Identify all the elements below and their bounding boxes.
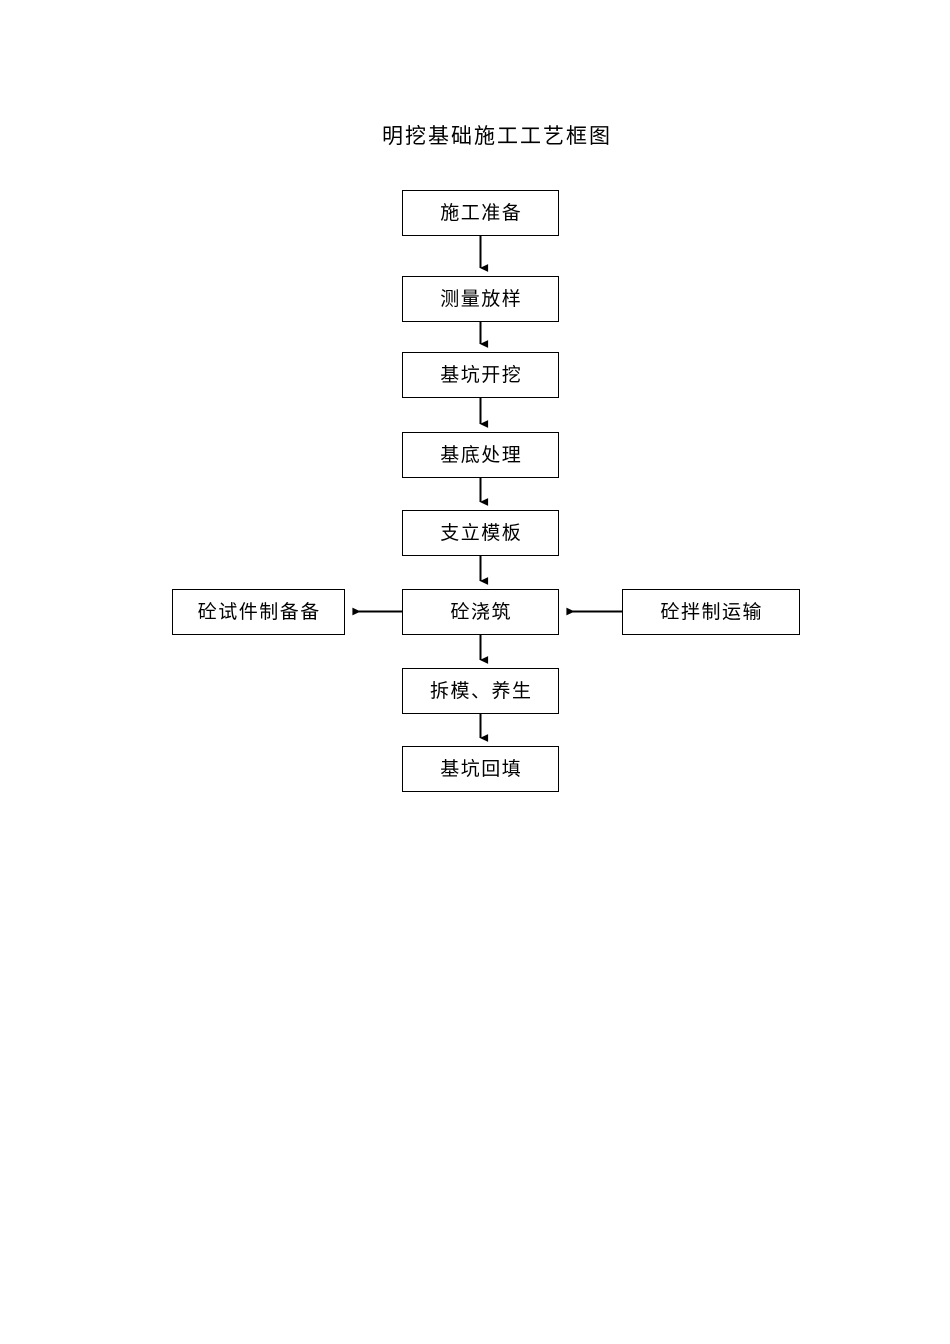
flow-node-label: 砼试件制备备 <box>197 600 321 623</box>
flow-node-construction-prep[interactable]: 施工准备 <box>402 190 559 236</box>
flow-node-label: 施工准备 <box>440 201 523 224</box>
flow-node-concrete-specimen-preparation[interactable]: 砼试件制备备 <box>172 589 345 635</box>
flow-node-label: 支立模板 <box>440 521 523 544</box>
flow-node-concrete-mixing-transport[interactable]: 砼拌制运输 <box>622 589 800 635</box>
flow-node-label: 基坑开挖 <box>440 363 523 386</box>
flow-node-foundation-pit-excavation[interactable]: 基坑开挖 <box>402 352 559 398</box>
flow-node-label: 测量放样 <box>440 287 523 310</box>
flow-node-label: 基坑回填 <box>440 757 523 780</box>
flow-node-concrete-pouring[interactable]: 砼浇筑 <box>402 589 559 635</box>
flow-node-survey-setout[interactable]: 测量放样 <box>402 276 559 322</box>
flow-node-label: 砼浇筑 <box>450 600 512 623</box>
flow-node-label: 拆模、养生 <box>429 679 533 702</box>
page-title-text: 明挖基础施工工艺框图 <box>382 124 612 148</box>
flow-node-formwork-removal-curing[interactable]: 拆模、养生 <box>402 668 559 714</box>
flow-node-label: 砼拌制运输 <box>660 600 763 623</box>
page-title: 明挖基础施工工艺框图 <box>0 120 950 150</box>
flow-node-pit-backfill[interactable]: 基坑回填 <box>402 746 559 792</box>
flow-node-label: 基底处理 <box>440 443 523 466</box>
flow-node-formwork-erection[interactable]: 支立模板 <box>402 510 559 556</box>
flow-node-base-treatment[interactable]: 基底处理 <box>402 432 559 478</box>
